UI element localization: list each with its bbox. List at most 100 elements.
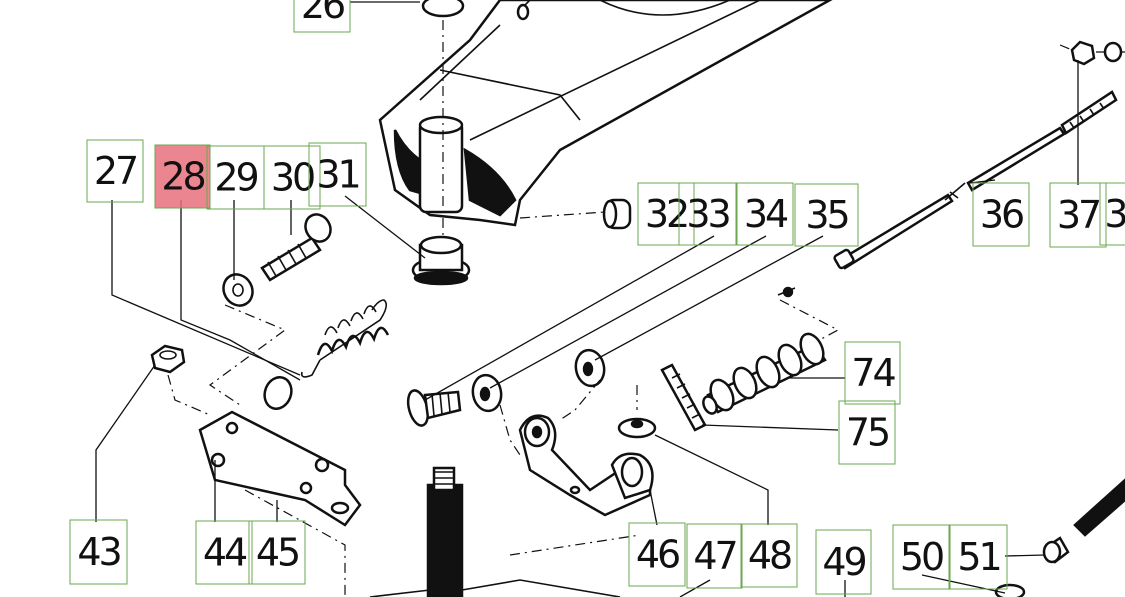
part-label-box-43[interactable] <box>69 519 128 585</box>
part-label-box-38[interactable] <box>1099 182 1125 246</box>
post-part-45 <box>369 466 621 597</box>
part-label-box-35[interactable] <box>794 183 859 247</box>
part-label-box-27[interactable] <box>86 139 144 203</box>
part-label-text-33: 33 <box>686 192 729 236</box>
part-label-box-50[interactable] <box>892 524 950 590</box>
part-label-50[interactable]: 50 <box>892 524 950 590</box>
part-label-text-32: 32 <box>645 192 687 236</box>
assembly-line-left-3 <box>244 489 346 597</box>
part-label-box-30[interactable] <box>263 145 321 210</box>
plug-part-32 <box>519 198 632 230</box>
part-label-text-28: 28 <box>161 155 204 199</box>
part-label-33[interactable]: 33 <box>678 182 737 246</box>
washer-part-34 <box>471 373 503 413</box>
part-label-box-74[interactable] <box>844 341 901 405</box>
bolt-part-30 <box>260 213 332 282</box>
part-label-38[interactable]: 3 <box>1099 182 1125 246</box>
pin-part-75 <box>660 363 707 432</box>
part-label-text-51: 51 <box>957 535 999 579</box>
part-label-text-34: 34 <box>744 192 788 236</box>
part-label-75[interactable]: 75 <box>838 400 896 465</box>
part-label-34[interactable]: 34 <box>736 182 794 246</box>
part-label-35[interactable]: 35 <box>794 183 859 247</box>
part-label-text-29: 29 <box>214 156 257 200</box>
part-label-text-48: 48 <box>748 534 791 578</box>
part-label-box-36[interactable] <box>972 182 1030 247</box>
part-label-box-46[interactable] <box>628 522 686 587</box>
part-label-box-32[interactable] <box>637 182 695 246</box>
part-label-32[interactable]: 32 <box>637 182 695 246</box>
part-label-text-49: 49 <box>822 540 865 584</box>
part-label-box-33[interactable] <box>678 182 737 246</box>
rod-part-49 <box>994 478 1125 597</box>
part-label-box-44[interactable] <box>195 520 253 585</box>
part-label-text-26: 26 <box>301 0 344 27</box>
part-label-46[interactable]: 46 <box>628 522 686 587</box>
leader-lines <box>95 1 1079 597</box>
part-label-text-74: 74 <box>851 351 895 395</box>
part-label-box-26[interactable] <box>293 0 351 33</box>
assembly-line-mid-1 <box>499 404 521 456</box>
part-label-28[interactable]: 28 <box>154 144 211 209</box>
part-label-36[interactable]: 36 <box>972 182 1030 247</box>
main-frame-part <box>378 0 833 227</box>
washer-part-35 <box>574 348 606 388</box>
snap-ring-icon <box>263 376 293 410</box>
part-label-48[interactable]: 48 <box>740 523 798 588</box>
part-label-text-31: 31 <box>316 153 358 197</box>
part-label-text-38: 3 <box>1104 192 1125 236</box>
assembly-line-left-1 <box>208 304 287 406</box>
assembly-line-mid-5 <box>509 534 641 556</box>
part-label-45[interactable]: 45 <box>248 520 306 585</box>
bushing-part-31 <box>411 235 471 286</box>
part-label-box-75[interactable] <box>838 400 896 465</box>
cable-part-36 <box>777 90 1118 298</box>
nut-part-37 <box>1059 40 1125 66</box>
part-label-text-44: 44 <box>203 531 247 575</box>
part-label-74[interactable]: 74 <box>844 341 901 405</box>
part-label-44[interactable]: 44 <box>195 520 253 585</box>
part-label-text-27: 27 <box>94 149 136 193</box>
part-label-box-37[interactable] <box>1049 182 1107 248</box>
assembly-line-left-2 <box>167 374 211 416</box>
part-label-text-45: 45 <box>256 531 298 575</box>
part-label-box-51[interactable] <box>949 524 1008 590</box>
nut-part-29 <box>222 273 254 307</box>
part-label-47[interactable]: 47 <box>686 523 743 589</box>
part-label-box-49[interactable] <box>815 529 872 595</box>
part-label-29[interactable]: 29 <box>206 145 265 210</box>
part-label-box-34[interactable] <box>736 182 794 246</box>
part-label-27[interactable]: 27 <box>86 139 144 203</box>
washer-part-48 <box>617 417 657 439</box>
part-label-text-35: 35 <box>805 193 847 237</box>
part-label-43[interactable]: 43 <box>69 519 128 585</box>
part-label-box-45[interactable] <box>248 520 306 585</box>
part-label-26[interactable]: 26 <box>293 0 351 33</box>
part-label-51[interactable]: 51 <box>949 524 1008 590</box>
part-label-text-37: 37 <box>1057 193 1099 237</box>
part-label-text-43: 43 <box>77 530 120 574</box>
part-label-text-30: 30 <box>271 156 314 200</box>
part-label-box-47[interactable] <box>686 523 743 589</box>
part-label-49[interactable]: 49 <box>815 529 872 595</box>
part-label-box-31[interactable] <box>308 142 367 207</box>
part-label-37[interactable]: 37 <box>1049 182 1107 248</box>
nut-part-43 <box>150 344 186 374</box>
part-label-text-47: 47 <box>693 534 735 578</box>
part-label-text-46: 46 <box>636 533 679 577</box>
spring-part-28 <box>300 299 390 378</box>
part-label-text-50: 50 <box>900 535 943 579</box>
long-bolt-part-33 <box>406 389 462 427</box>
part-label-box-48[interactable] <box>740 523 798 588</box>
part-label-30[interactable]: 30 <box>263 145 321 210</box>
assembly-line-mid-2 <box>559 379 601 421</box>
lever-part-46 <box>518 414 654 517</box>
part-label-box-28[interactable] <box>154 144 211 209</box>
cam-part-74 <box>702 332 827 415</box>
bracket-part-44 <box>198 410 362 527</box>
part-label-31[interactable]: 31 <box>308 142 367 207</box>
part-label-text-36: 36 <box>980 193 1023 237</box>
part-label-text-75: 75 <box>846 411 888 455</box>
